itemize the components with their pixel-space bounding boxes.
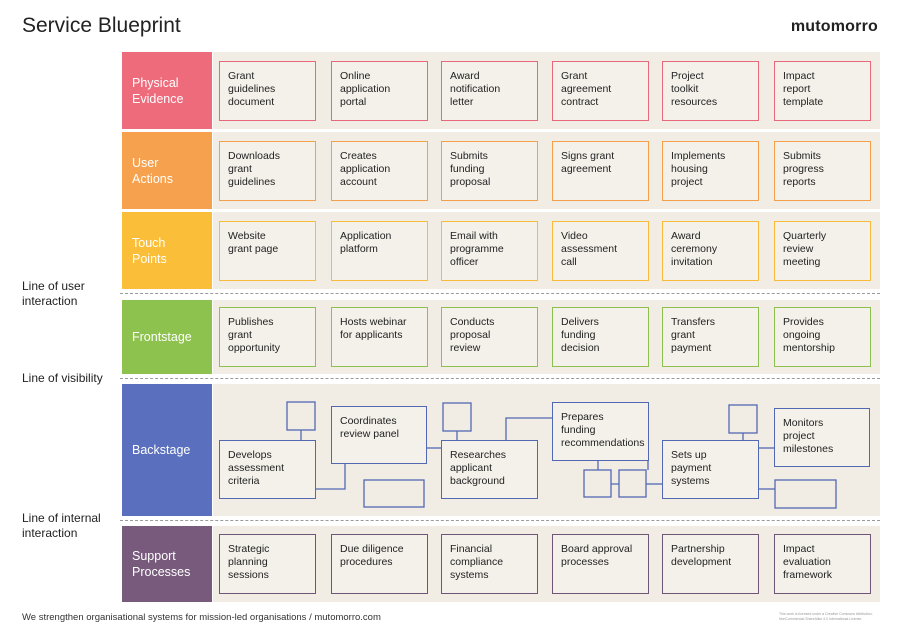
- physical-evidence-band: [213, 52, 880, 129]
- lane-physical-evidence: Physical Evidence: [122, 52, 212, 129]
- empty-node: [286, 401, 316, 431]
- support-item: Impact evaluation framework: [774, 534, 871, 594]
- physical-item: Impact report template: [774, 61, 871, 121]
- front-item: Publishes grant opportunity: [219, 307, 316, 367]
- touch-item: Award ceremony invitation: [662, 221, 759, 281]
- backstage-item: Monitors project milestones: [774, 408, 870, 467]
- user-actions-band: [213, 132, 880, 209]
- backstage-item: Coordinates review panel: [331, 406, 427, 464]
- support-item: Due diligence procedures: [331, 534, 428, 594]
- line-of-user-interaction-label: Line of user interaction: [22, 279, 85, 308]
- physical-item: Award notification letter: [441, 61, 538, 121]
- line-of-internal-interaction-label: Line of internal interaction: [22, 511, 101, 540]
- backstage-item: Sets up payment systems: [662, 440, 759, 499]
- front-item: Provides ongoing mentorship: [774, 307, 871, 367]
- backstage-item: Develops assessment criteria: [219, 440, 316, 499]
- line-of-visibility-label: Line of visibility: [22, 371, 109, 386]
- touch-item: Video assessment call: [552, 221, 649, 281]
- lane-touch-points: Touch Points: [122, 212, 212, 289]
- touch-item: Email with programme officer: [441, 221, 538, 281]
- empty-node: [442, 402, 472, 432]
- user-item: Submits funding proposal: [441, 141, 538, 201]
- backstage-item: Researches applicant background: [441, 440, 538, 499]
- touch-item: Website grant page: [219, 221, 316, 281]
- support-item: Board approval processes: [552, 534, 649, 594]
- empty-node: [728, 404, 758, 434]
- line-of-visibility: [120, 378, 880, 379]
- page-title: Service Blueprint: [22, 14, 181, 37]
- license-note: This work is licensed under a Creative C…: [779, 612, 873, 621]
- lane-frontstage: Frontstage: [122, 300, 212, 374]
- frontstage-band: [213, 300, 880, 374]
- user-item: Downloads grant guidelines: [219, 141, 316, 201]
- front-item: Hosts webinar for applicants: [331, 307, 428, 367]
- line-of-user-interaction: [120, 293, 880, 294]
- physical-item: Project toolkit resources: [662, 61, 759, 121]
- front-item: Conducts proposal review: [441, 307, 538, 367]
- user-item: Signs grant agreement: [552, 141, 649, 201]
- user-item: Submits progress reports: [774, 141, 871, 201]
- front-item: Delivers funding decision: [552, 307, 649, 367]
- backstage-band: [213, 384, 880, 516]
- empty-node: [618, 469, 647, 498]
- footer-text: We strengthen organisational systems for…: [22, 612, 381, 623]
- front-item: Transfers grant payment: [662, 307, 759, 367]
- empty-node: [774, 479, 837, 509]
- empty-node: [583, 469, 612, 498]
- support-item: Financial compliance systems: [441, 534, 538, 594]
- backstage-item: Prepares funding recommendations: [552, 402, 649, 461]
- physical-item: Online application portal: [331, 61, 428, 121]
- touch-item: Application platform: [331, 221, 428, 281]
- physical-item: Grant agreement contract: [552, 61, 649, 121]
- support-item: Partnership development: [662, 534, 759, 594]
- user-item: Creates application account: [331, 141, 428, 201]
- brand-logo: mutomorro: [790, 18, 878, 35]
- lane-backstage: Backstage: [122, 384, 212, 516]
- touch-points-band: [213, 212, 880, 289]
- lane-user-actions: User Actions: [122, 132, 212, 209]
- physical-item: Grant guidelines document: [219, 61, 316, 121]
- user-item: Implements housing project: [662, 141, 759, 201]
- support-processes-band: [213, 526, 880, 602]
- lane-support-processes: Support Processes: [122, 526, 212, 602]
- touch-item: Quarterly review meeting: [774, 221, 871, 281]
- support-item: Strategic planning sessions: [219, 534, 316, 594]
- empty-node: [363, 479, 425, 508]
- line-of-internal-interaction: [120, 520, 880, 521]
